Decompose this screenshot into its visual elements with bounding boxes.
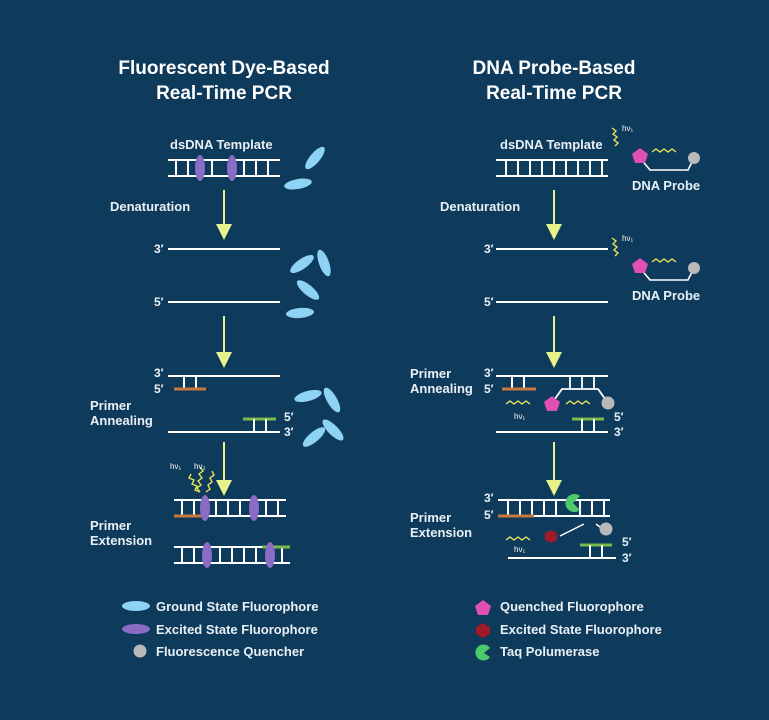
left-primer1-rungs: [183, 376, 197, 389]
right-3prime-4: 3′: [484, 491, 494, 505]
left-title-line1: Fluorescent Dye-Based: [118, 58, 330, 79]
quencher-icon: [599, 522, 613, 536]
right-template-label: dsDNA Template: [500, 137, 603, 152]
excited-red-fluorophore-icon: [545, 530, 557, 543]
excited-fluorophore-icon: [202, 542, 212, 568]
excited-fluorophore-icon: [249, 495, 259, 521]
legend-ground-state: Ground State Fluorophore: [156, 599, 319, 614]
legend-quenched: Quenched Fluorophore: [500, 599, 644, 614]
taq-polymerase-icon: [565, 494, 580, 512]
legend-taq: Taq Polumerase: [500, 644, 600, 659]
light-wave-icon: [196, 466, 204, 493]
legend-excited-state-right: Excited State Fluorophore: [500, 622, 662, 637]
right-3prime-5: 3′: [622, 551, 632, 565]
left-3prime-1: 3′: [154, 242, 164, 256]
right-5prime-2: 5′: [484, 382, 494, 396]
dna-probe-1: [611, 127, 700, 171]
legend-quenched-fluorophore-icon: [475, 600, 491, 615]
right-5prime-5: 5′: [622, 535, 632, 549]
quenched-fluorophore-icon: [632, 258, 648, 273]
ground-fluorophore-icon: [294, 389, 322, 403]
excited-fluorophore-icon: [200, 495, 210, 521]
right-denaturation-label: Denaturation: [440, 199, 521, 214]
light-wave-icon: [651, 148, 677, 153]
ground-fluorophore-icon: [302, 427, 326, 447]
right-5prime-4: 5′: [484, 508, 494, 522]
dna-probe-2: [611, 237, 700, 281]
light-wave-icon: [651, 258, 677, 263]
ground-fluorophore-icon: [286, 307, 314, 319]
ground-fluorophore-icon: [322, 419, 344, 441]
left-annealing-label: Primer Annealing: [90, 398, 153, 428]
left-title: Fluorescent Dye-Based Real-Time PCR: [100, 56, 348, 106]
legend-ground-fluorophore-icon: [122, 601, 150, 611]
right-extension-dsdna: [498, 499, 610, 517]
ground-fluorophore-icon: [323, 387, 341, 413]
left-5prime-2: 5′: [154, 382, 164, 396]
quenched-fluorophore-icon: [632, 148, 648, 163]
left-5prime-3: 5′: [284, 410, 294, 424]
left-hv2: hν₂: [194, 462, 206, 471]
left-extension-label: Primer Extension: [90, 518, 153, 548]
light-wave-icon: [505, 536, 531, 541]
left-title-line2: Real-Time PCR: [156, 83, 292, 104]
light-wave-icon: [205, 470, 215, 493]
right-hv1-d: hν₁: [514, 545, 526, 554]
light-wave-icon: [611, 237, 620, 257]
quenched-fluorophore-icon: [544, 396, 560, 411]
left-3prime-2: 3′: [154, 366, 164, 380]
legend-excited-red-fluorophore-icon: [476, 623, 490, 638]
left-dsdna-template: [168, 159, 280, 177]
right-5prime-1: 5′: [484, 295, 494, 309]
excited-fluorophore-icon: [227, 155, 237, 181]
left-hv1: hν₁: [170, 462, 182, 471]
left-primer2-rungs: [253, 419, 267, 432]
dna-probe-label-1: DNA Probe: [632, 178, 701, 193]
quencher-icon: [688, 152, 700, 164]
left-3prime-3: 3′: [284, 425, 294, 439]
left-denaturation-label: Denaturation: [110, 199, 191, 214]
light-wave-icon: [505, 400, 531, 405]
right-3prime-1: 3′: [484, 242, 494, 256]
right-extension-label: Primer Extension: [410, 510, 473, 540]
right-title-line1: DNA Probe-Based: [472, 58, 636, 79]
ground-fluorophore-icon: [296, 280, 320, 300]
ground-fluorophore-icon: [317, 249, 331, 277]
right-dsdna-template: [496, 159, 608, 177]
right-3prime-2: 3′: [484, 366, 494, 380]
ground-fluorophore-icon: [284, 178, 312, 190]
dna-probe-label-2: DNA Probe: [632, 288, 701, 303]
ground-fluorophore-icon: [290, 254, 314, 274]
legend-excited-fluorophore-icon: [122, 624, 150, 634]
right-title: DNA Probe-Based Real-Time PCR: [440, 56, 668, 106]
legend-excited-state-left: Excited State Fluorophore: [156, 622, 318, 637]
excited-fluorophore-icon: [265, 542, 275, 568]
right-hv1-c: hν₁: [514, 412, 526, 421]
bound-probe: [551, 376, 609, 404]
legend-quencher-icon: [133, 644, 147, 658]
left-extension-dsdna-1: [174, 499, 286, 517]
legend-taq-polymerase-icon: [475, 644, 490, 661]
ground-fluorophore-icon: [305, 146, 325, 170]
excited-fluorophore-icon: [195, 155, 205, 181]
light-wave-icon: [611, 127, 620, 147]
cleaved-probe-line: [559, 523, 585, 537]
quencher-icon: [688, 262, 700, 274]
right-hv1-b: hν₁: [622, 234, 634, 243]
left-5prime-1: 5′: [154, 295, 164, 309]
right-3prime-3: 3′: [614, 425, 624, 439]
right-primer2-rungs: [581, 419, 595, 432]
legend-quencher: Fluorescence Quencher: [156, 644, 305, 659]
right-5prime-3: 5′: [614, 410, 624, 424]
right-annealing-label: Primer Annealing: [410, 366, 473, 396]
light-wave-icon: [188, 473, 201, 493]
light-wave-icon: [565, 400, 591, 405]
right-primer1-rungs: [511, 376, 525, 389]
quencher-icon: [601, 396, 615, 410]
right-title-line2: Real-Time PCR: [486, 83, 622, 104]
left-template-label: dsDNA Template: [170, 137, 273, 152]
right-hv1-a: hν₁: [622, 124, 634, 133]
